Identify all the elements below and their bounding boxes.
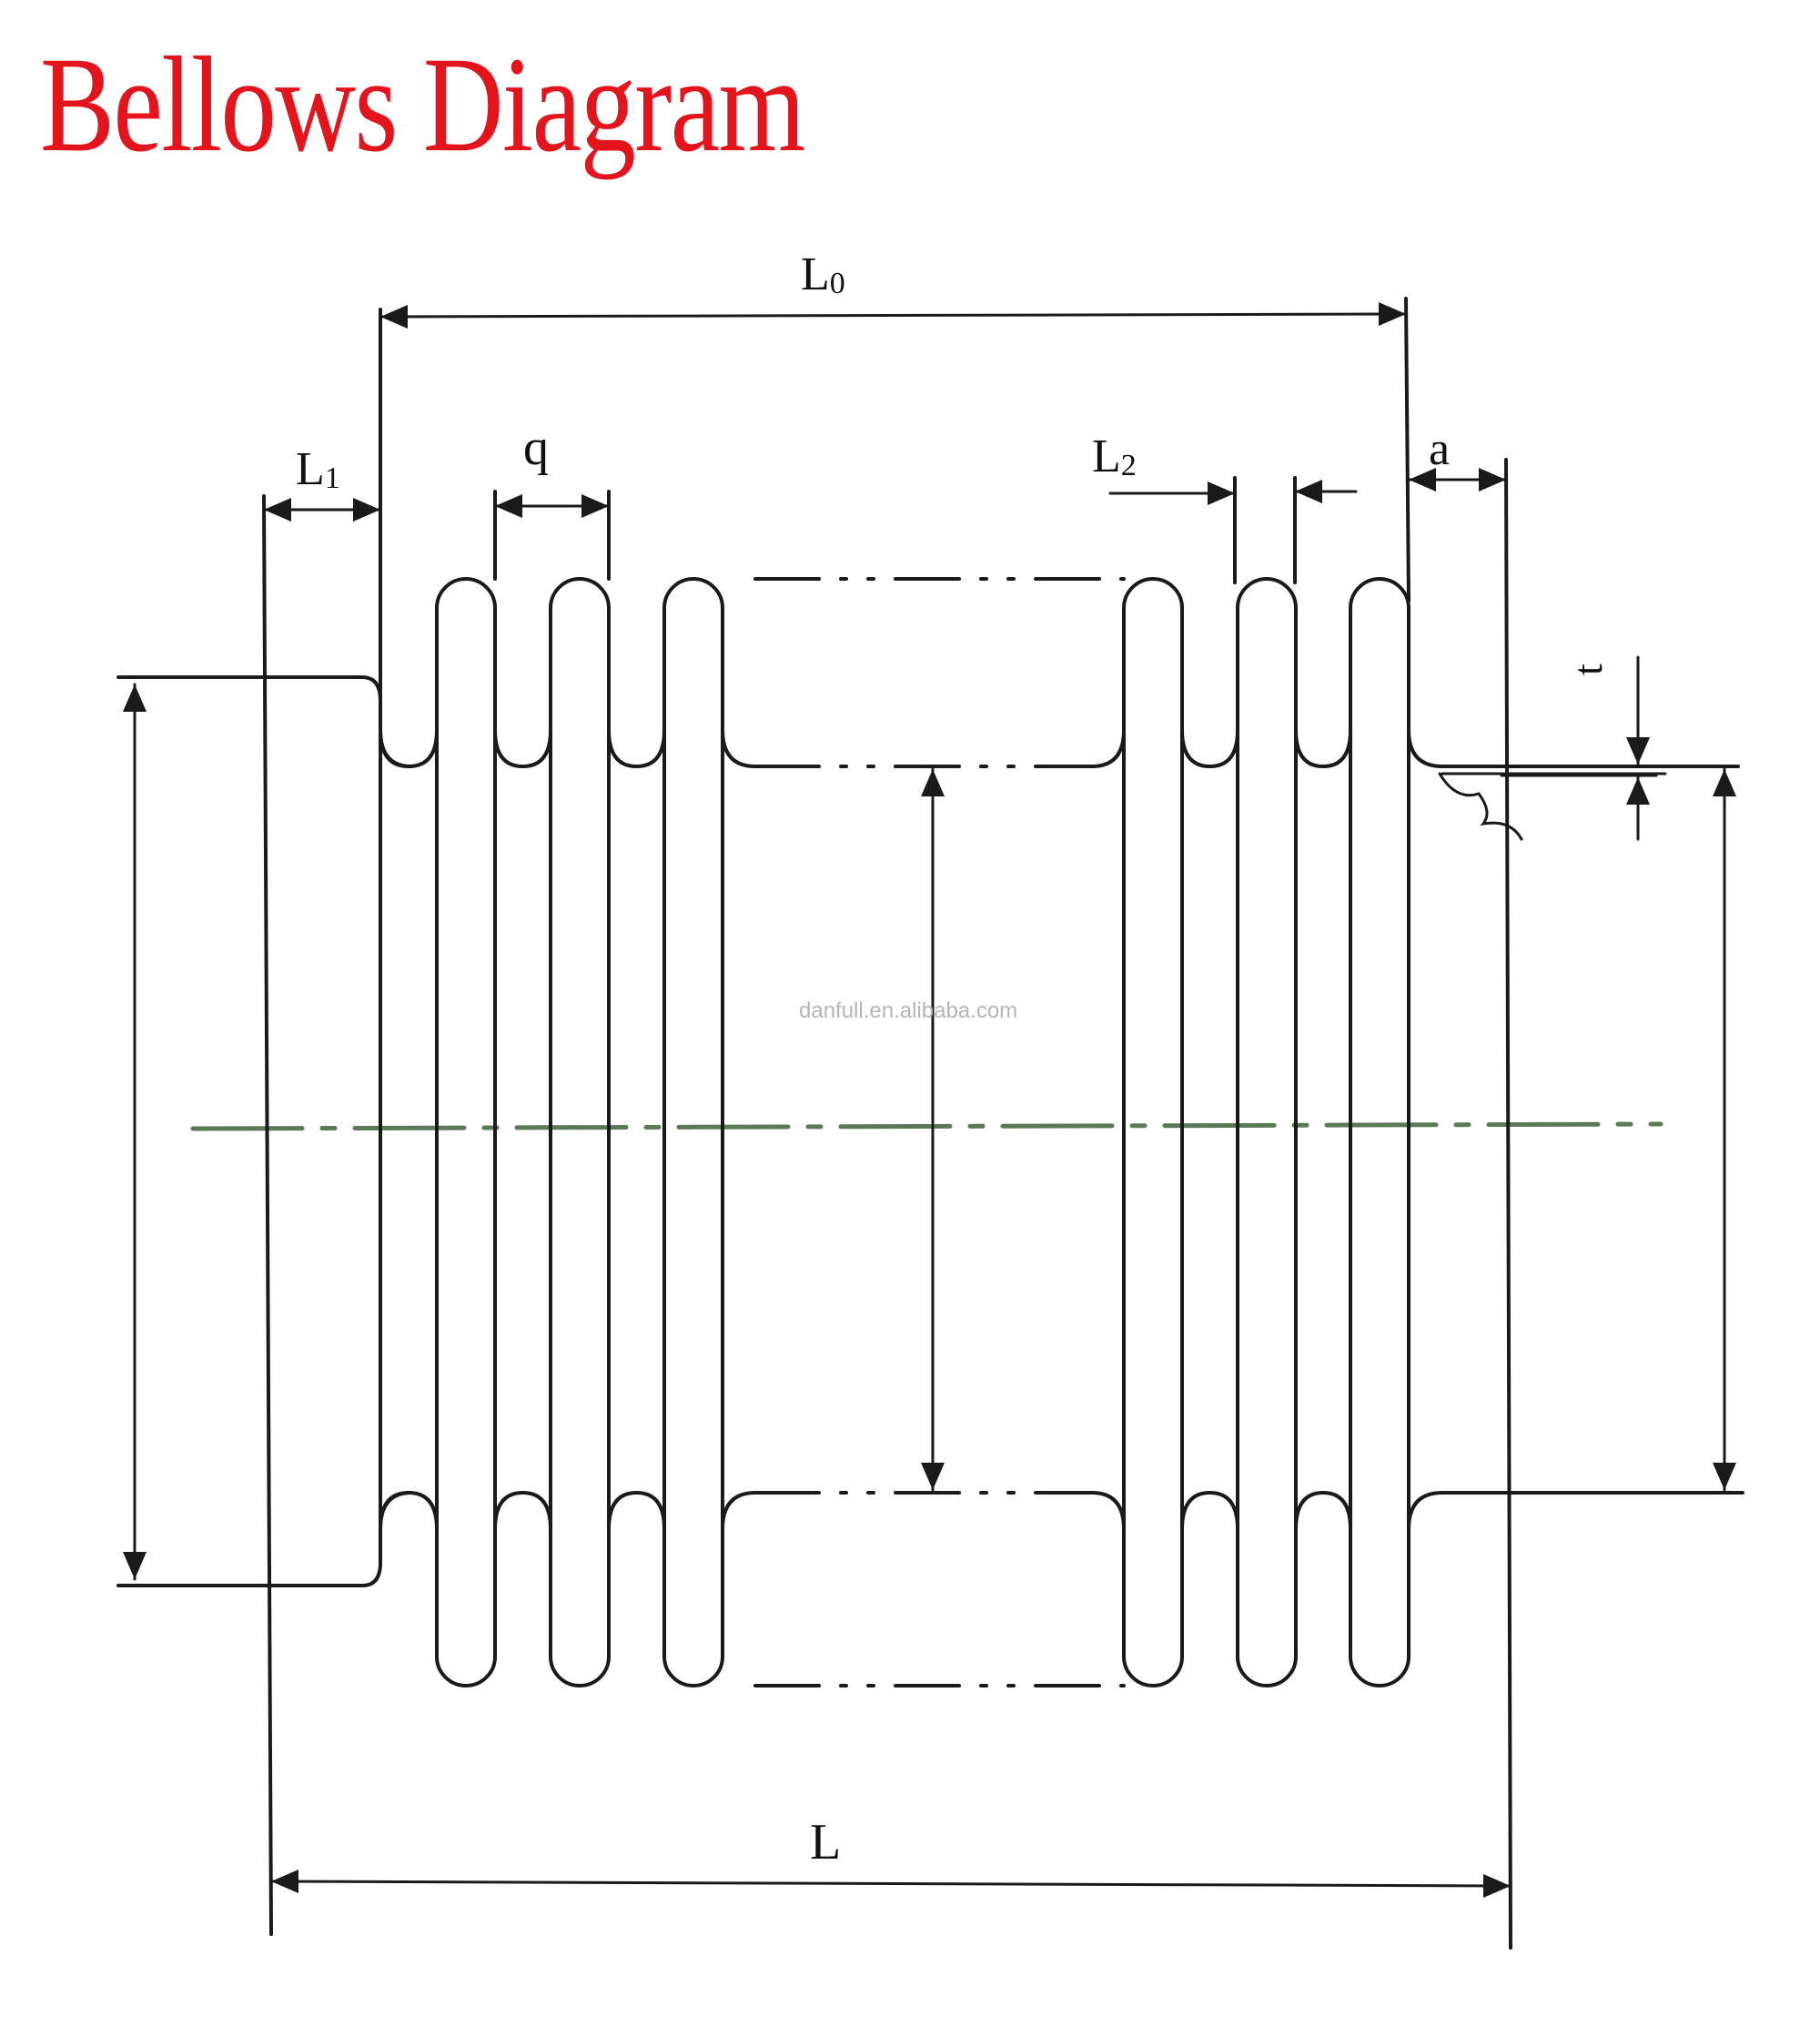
arrow-L-left bbox=[271, 1870, 298, 1893]
root-bottom-left-end bbox=[379, 1491, 413, 1531]
arrow-q-right bbox=[581, 494, 609, 518]
label-t: t bbox=[1564, 664, 1611, 675]
root-bottom-mid-right bbox=[1090, 1491, 1126, 1531]
root-bottom-5 bbox=[1294, 1490, 1352, 1531]
root-top-1 bbox=[379, 728, 439, 769]
arrow-inner-diameter-bottom bbox=[921, 1463, 945, 1490]
arrow-left-diameter-top bbox=[123, 684, 147, 712]
root-top-mid-right bbox=[1090, 728, 1126, 768]
convolution-outer-2 bbox=[549, 577, 611, 1687]
root-top-3 bbox=[607, 728, 666, 769]
label-L: L bbox=[810, 1814, 841, 1870]
ext-L1-left bbox=[262, 494, 273, 1936]
root-bottom-4 bbox=[1180, 1490, 1239, 1531]
convolution-outer-1 bbox=[435, 577, 497, 1687]
root-bottom-right-end bbox=[1407, 1491, 1444, 1531]
convolution-outer-3 bbox=[662, 577, 724, 1687]
diagram-title: Bellows Diagram bbox=[40, 29, 805, 180]
arrow-t-top bbox=[1626, 737, 1650, 765]
label-L0: L0 bbox=[801, 248, 845, 300]
root-bottom-3 bbox=[607, 1490, 666, 1531]
arrow-t-bottom bbox=[1626, 777, 1650, 805]
center-line bbox=[190, 1121, 1663, 1131]
arrow-a-left bbox=[1409, 468, 1436, 492]
dim-L-line bbox=[269, 1880, 1512, 1888]
convolution-outer-4 bbox=[1122, 577, 1184, 1687]
ext-L0-right bbox=[1404, 297, 1410, 603]
left-collar bbox=[116, 675, 382, 1587]
root-top-2 bbox=[493, 728, 552, 769]
root-bottom-mid-left bbox=[721, 1491, 757, 1531]
arrow-a-right bbox=[1479, 468, 1506, 492]
label-q: q bbox=[523, 420, 549, 476]
label-L2: L2 bbox=[1092, 431, 1137, 482]
root-top-5 bbox=[1294, 728, 1352, 769]
arrow-L-right bbox=[1483, 1874, 1511, 1898]
arrow-right-diameter-top bbox=[1713, 769, 1736, 796]
watermark: danfull.en.alibaba.com bbox=[799, 998, 1017, 1023]
convolution-outer-6 bbox=[1349, 577, 1410, 1687]
root-top-4 bbox=[1180, 728, 1239, 769]
label-L1: L1 bbox=[296, 443, 340, 495]
root-top-left-end bbox=[379, 728, 413, 768]
arrow-L1-left bbox=[264, 498, 291, 522]
convolution-outer-5 bbox=[1236, 577, 1298, 1687]
ext-a-right bbox=[1504, 458, 1512, 1950]
root-top-right-end bbox=[1407, 728, 1444, 768]
arrow-q-left bbox=[495, 494, 522, 518]
arrow-right-diameter-bottom bbox=[1713, 1463, 1736, 1490]
root-bottom-1 bbox=[379, 1490, 439, 1531]
arrow-inner-diameter-top bbox=[921, 769, 945, 796]
arrow-L0-left bbox=[380, 305, 408, 329]
break-line bbox=[1438, 772, 1523, 841]
arrow-left-diameter-bottom bbox=[123, 1552, 147, 1579]
arrow-L2-right bbox=[1295, 480, 1322, 503]
root-top-mid-left bbox=[721, 728, 757, 768]
arrow-L0-right bbox=[1379, 302, 1406, 326]
arrow-L2-left bbox=[1208, 481, 1235, 505]
label-a: a bbox=[1429, 423, 1450, 475]
dim-L0-line bbox=[379, 312, 1408, 319]
root-bottom-2 bbox=[493, 1490, 552, 1531]
arrow-L1-right bbox=[353, 498, 380, 522]
